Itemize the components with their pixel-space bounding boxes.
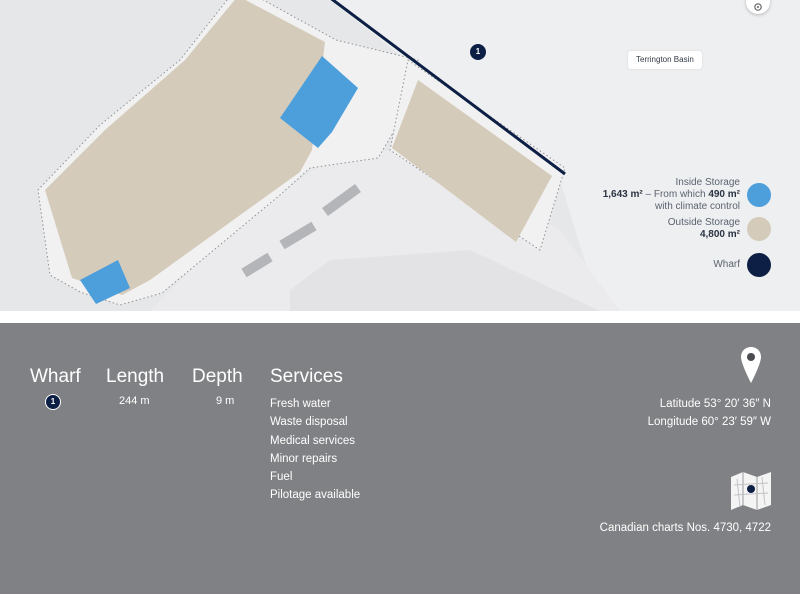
location-pin-icon xyxy=(741,347,761,383)
service-item: Minor repairs xyxy=(270,452,338,465)
legend-wharf-swatch xyxy=(747,253,771,277)
basin-label: Terrington Basin xyxy=(628,51,702,69)
legend-wharf-title: Wharf xyxy=(713,259,740,270)
legend-inside-text: Inside Storage 1,643 m² – From which 490… xyxy=(603,177,740,213)
legend-outside-text: Outside Storage 4,800 m² xyxy=(668,217,740,241)
legend-inside-storage: Inside Storage 1,643 m² – From which 490… xyxy=(511,177,771,213)
wharf-depth: 9 m xyxy=(216,395,235,407)
inside-storage-b xyxy=(80,260,130,304)
wharf-line xyxy=(330,0,566,176)
longitude: Longitude 60° 23′ 59″ W xyxy=(647,416,771,428)
legend-wharf: Wharf xyxy=(511,253,771,277)
map-legend: Inside Storage 1,643 m² – From which 490… xyxy=(511,177,771,277)
legend-outside-storage: Outside Storage 4,800 m² xyxy=(511,217,771,241)
wharf-number-badge: 1 xyxy=(45,394,61,410)
wharf-length: 244 m xyxy=(119,395,150,407)
legend-inside-area-line: 1,643 m² – From which 490 m² xyxy=(602,189,740,200)
service-item: Medical services xyxy=(270,434,355,447)
service-item: Waste disposal xyxy=(270,416,348,429)
compass-icon xyxy=(754,3,762,11)
outside-storage-right xyxy=(392,80,552,242)
inside-storage-a xyxy=(280,56,358,148)
header-wharf: Wharf xyxy=(30,366,81,387)
port-map[interactable]: 1 Terrington Basin Inside Storage 1,643 … xyxy=(0,0,800,311)
wharf-marker[interactable]: 1 xyxy=(470,44,486,60)
section-divider xyxy=(0,311,800,323)
map-canvas xyxy=(37,0,800,311)
legend-outside-area: 4,800 m² xyxy=(699,229,740,240)
legend-outside-title: Outside Storage xyxy=(667,217,740,228)
legend-inside-title: Inside Storage xyxy=(675,177,741,188)
header-services: Services xyxy=(270,366,343,387)
services-list: Fresh water Waste disposal Medical servi… xyxy=(270,395,360,505)
header-depth: Depth xyxy=(192,366,243,387)
compass-button[interactable] xyxy=(746,0,770,14)
water-area xyxy=(330,0,800,311)
road-lot xyxy=(290,250,600,311)
road-marking-1 xyxy=(241,252,273,278)
nautical-chart-icon xyxy=(731,472,771,510)
coordinates: Latitude 53° 20′ 36″ N Longitude 60° 23′… xyxy=(648,395,771,431)
road-marking-3 xyxy=(322,183,361,217)
service-item: Fuel xyxy=(270,471,293,484)
service-item: Fresh water xyxy=(270,398,331,410)
header-length: Length xyxy=(106,366,165,387)
legend-outside-swatch xyxy=(747,217,771,241)
nautical-charts: Canadian charts Nos. 4730, 4722 xyxy=(599,522,771,534)
latitude: Latitude 53° 20′ 36″ N xyxy=(659,398,771,410)
road-marking-2 xyxy=(279,221,317,250)
outside-storage-left xyxy=(45,0,325,295)
legend-inside-climate-note: with climate control xyxy=(654,201,740,212)
service-item: Pilotage available xyxy=(270,489,361,502)
legend-inside-swatch xyxy=(747,183,771,207)
wharf-info-panel: Wharf Length Depth Services 1 244 m 9 m … xyxy=(0,323,800,594)
